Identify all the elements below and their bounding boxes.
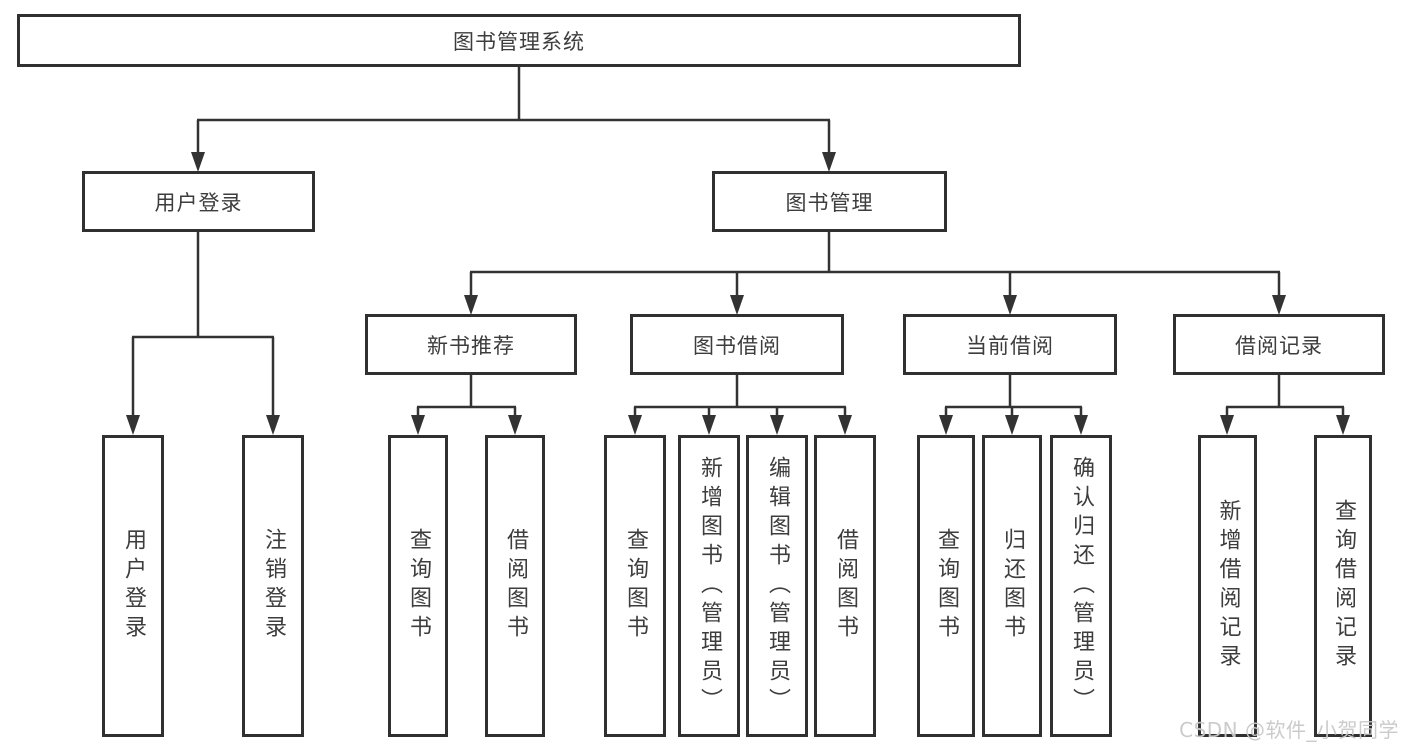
node-book-borrow: 图书借阅 [630,314,844,375]
leaf-logout: 注销登录 [242,435,304,737]
leaf-query-books-borrow: 查询图书 [604,435,666,737]
arrowhead [770,415,784,435]
arrowhead [1005,415,1019,435]
leaf-return-books: 归还图书 [982,435,1042,737]
arrowhead [464,295,478,315]
arrowhead [1074,415,1088,435]
leaf-borrow-books-borrow: 借阅图书 [814,435,876,737]
leaf-borrow-books-borrow-label: 借阅图书 [833,528,858,644]
arrowhead [1003,295,1017,315]
arrowhead [1220,415,1234,435]
leaf-add-book-admin: 新增图书（管理员） [678,435,740,737]
leaf-user-login: 用户登录 [102,435,164,737]
leaf-query-books-recommend-label: 查询图书 [406,528,431,644]
arrowhead [1272,295,1286,315]
leaf-query-books-borrow-label: 查询图书 [623,528,648,644]
node-new-book-recommend: 新书推荐 [365,314,577,375]
leaf-user-login-label: 用户登录 [121,528,146,644]
node-new-book-recommend-label: 新书推荐 [427,333,515,358]
arrowhead [191,152,205,172]
arrowhead [822,152,836,172]
leaf-borrow-books-recommend-label: 借阅图书 [503,528,528,644]
node-user-login-label: 用户登录 [154,190,243,215]
node-current-borrow: 当前借阅 [903,314,1117,375]
node-user-login: 用户登录 [82,171,315,232]
leaf-edit-book-admin: 编辑图书（管理员） [746,435,808,737]
arrowhead [939,415,953,435]
leaf-add-borrow-record-label: 新增借阅记录 [1215,499,1241,673]
node-book-borrow-label: 图书借阅 [693,333,781,358]
arrowhead [628,415,642,435]
arrowhead [508,415,522,435]
arrowhead [838,415,852,435]
leaf-query-borrow-record: 查询借阅记录 [1314,435,1372,737]
node-current-borrow-label: 当前借阅 [966,333,1054,358]
leaf-query-borrow-record-label: 查询借阅记录 [1331,499,1356,673]
arrowhead [126,415,140,435]
leaf-edit-book-admin-label: 编辑图书（管理员） [765,455,790,717]
leaf-add-borrow-record: 新增借阅记录 [1198,435,1257,737]
leaf-confirm-return-admin: 确认归还（管理员） [1050,435,1112,737]
node-borrow-records: 借阅记录 [1173,314,1385,375]
node-root-label: 图书管理系统 [453,29,585,54]
leaf-add-book-admin-label: 新增图书（管理员） [697,455,722,717]
node-book-management-label: 图书管理 [785,190,874,215]
arrowhead [266,415,280,435]
arrowhead [1336,415,1350,435]
arrowhead [411,415,425,435]
arrowhead [730,295,744,315]
leaf-logout-label: 注销登录 [261,528,286,644]
leaf-query-books-current: 查询图书 [917,435,975,737]
leaf-return-books-label: 归还图书 [1000,528,1025,644]
node-root: 图书管理系统 [17,14,1021,67]
node-borrow-records-label: 借阅记录 [1235,333,1323,358]
leaf-borrow-books-recommend: 借阅图书 [485,435,545,737]
leaf-query-books-recommend: 查询图书 [388,435,448,737]
csdn-watermark: CSDN @软件_小贺同学 [1179,718,1399,742]
leaf-confirm-return-admin-label: 确认归还（管理员） [1069,455,1094,717]
leaf-query-books-current-label: 查询图书 [934,528,959,644]
node-book-management: 图书管理 [712,171,947,232]
arrowhead [702,415,716,435]
